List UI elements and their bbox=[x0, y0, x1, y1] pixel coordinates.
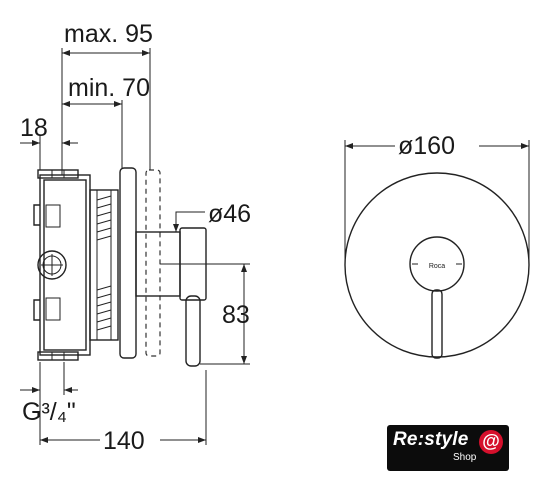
dimension-lines bbox=[20, 48, 250, 445]
logo-main-text: Re:style bbox=[393, 429, 469, 450]
lever-side bbox=[185, 295, 201, 367]
dim-max-depth: max. 95 bbox=[64, 20, 153, 48]
max-depth-outline bbox=[145, 169, 161, 357]
inlet-connector bbox=[37, 250, 67, 280]
wall-plate-side bbox=[119, 167, 137, 359]
valve-body-side-view bbox=[33, 167, 207, 367]
dim-handle-diameter: ø46 bbox=[208, 200, 251, 228]
cart-at-icon: @ bbox=[479, 430, 503, 454]
dim-lever-height: 83 bbox=[222, 301, 250, 329]
logo-sub-text: Shop bbox=[453, 452, 477, 463]
handle-front bbox=[409, 236, 465, 292]
plate-brand-text: Roca bbox=[429, 263, 445, 270]
lever-front bbox=[431, 289, 443, 359]
dim-thread: G³/₄" bbox=[22, 398, 76, 426]
front-view bbox=[344, 140, 530, 359]
cartridge-housing bbox=[89, 189, 119, 341]
dim-min-depth: min. 70 bbox=[68, 74, 150, 102]
shop-logo: Re:style Shop @ bbox=[387, 425, 509, 471]
dim-total-depth: 140 bbox=[103, 427, 145, 455]
dim-plate-diameter: ø160 bbox=[398, 132, 455, 160]
dim-offset: 18 bbox=[20, 114, 48, 142]
